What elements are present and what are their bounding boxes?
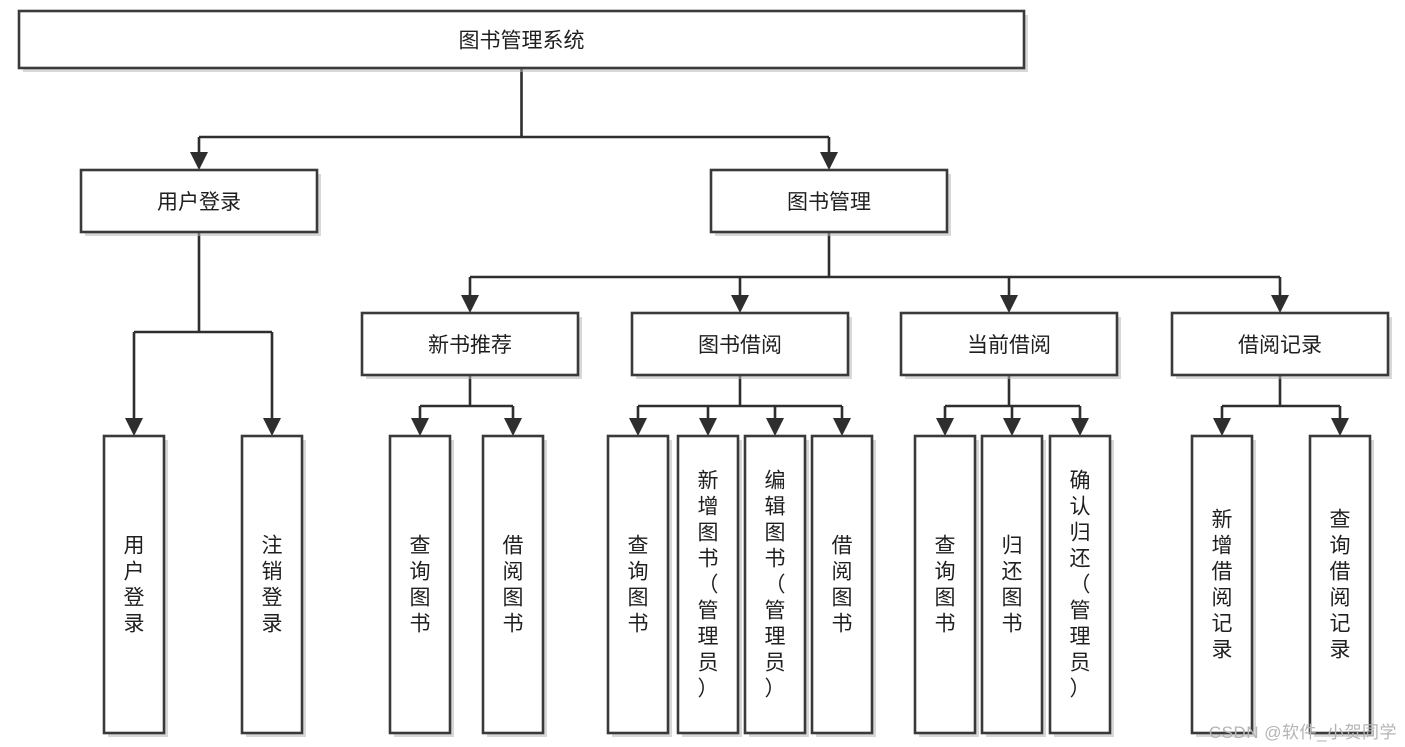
arrow-head-icon [833, 418, 851, 436]
arrow-head-icon [1271, 295, 1289, 313]
node-leaf-add-book-admin[interactable]: 新增图书（管理员） [676, 434, 742, 737]
arrow-head-icon [936, 418, 954, 436]
node-label: 图书借阅 [698, 334, 782, 357]
node-book-manage[interactable]: 图书管理 [709, 168, 951, 236]
node-label: 查询图书 [410, 535, 431, 636]
node-leaf-edit-book-admin[interactable]: 编辑图书（管理员） [743, 434, 809, 737]
node-label: 图书管理 [787, 191, 871, 214]
arrow-head-icon [461, 295, 479, 313]
arrow-head-icon [1331, 418, 1349, 436]
node-borrow-record[interactable]: 借阅记录 [1170, 311, 1392, 379]
node-label: 归还图书 [1002, 535, 1023, 636]
node-label: 注销登录 [262, 535, 283, 636]
node-root-system[interactable]: 图书管理系统 [17, 9, 1028, 72]
connector-layer [125, 68, 1349, 436]
node-leaf-query-book-1[interactable]: 查询图书 [388, 434, 454, 737]
node-label: 图书管理系统 [459, 30, 585, 53]
arrow-head-icon [820, 152, 838, 170]
node-leaf-query-book-3[interactable]: 查询图书 [913, 434, 979, 737]
node-label: 编辑图书（管理员） [765, 470, 786, 701]
arrow-head-icon [629, 418, 647, 436]
node-leaf-borrow-book-1[interactable]: 借阅图书 [481, 434, 547, 737]
arrow-head-icon [411, 418, 429, 436]
arrow-head-icon [1003, 418, 1021, 436]
node-leaf-query-book-2[interactable]: 查询图书 [606, 434, 672, 737]
node-label: 当前借阅 [967, 334, 1051, 357]
node-label: 借阅图书 [832, 535, 853, 636]
node-current-borrow[interactable]: 当前借阅 [899, 311, 1121, 379]
node-label: 新增图书（管理员） [698, 470, 719, 701]
arrow-head-icon [699, 418, 717, 436]
node-label: 查询图书 [628, 535, 649, 636]
node-leaf-user-login[interactable]: 用户登录 [102, 434, 168, 737]
arrow-head-icon [766, 418, 784, 436]
node-leaf-confirm-return-admin[interactable]: 确认归还（管理员） [1048, 434, 1114, 737]
arrow-head-icon [504, 418, 522, 436]
arrow-head-icon [1071, 418, 1089, 436]
arrow-head-icon [1213, 418, 1231, 436]
node-layer: 图书管理系统用户登录图书管理新书推荐图书借阅当前借阅借阅记录用户登录注销登录查询… [17, 9, 1392, 737]
node-leaf-logout-login[interactable]: 注销登录 [240, 434, 306, 737]
node-label: 借阅记录 [1238, 334, 1322, 357]
node-leaf-borrow-book-2[interactable]: 借阅图书 [810, 434, 876, 737]
arrow-head-icon [190, 152, 208, 170]
node-leaf-add-borrow-record[interactable]: 新增借阅记录 [1190, 434, 1256, 737]
watermark-text: CSDN @软件_小贺同学 [1208, 723, 1397, 742]
node-label: 用户登录 [157, 191, 241, 214]
node-label: 新书推荐 [428, 334, 512, 357]
arrow-head-icon [731, 295, 749, 313]
node-label: 确认归还（管理员） [1070, 470, 1091, 701]
node-label: 用户登录 [124, 535, 145, 636]
node-book-borrow[interactable]: 图书借阅 [630, 311, 852, 379]
node-leaf-query-borrow-record[interactable]: 查询借阅记录 [1308, 434, 1374, 737]
node-label: 新增借阅记录 [1212, 509, 1233, 662]
node-label: 借阅图书 [503, 535, 524, 636]
node-label: 查询图书 [935, 535, 956, 636]
arrow-head-icon [125, 418, 143, 436]
node-leaf-return-book[interactable]: 归还图书 [980, 434, 1046, 737]
arrow-head-icon [1000, 295, 1018, 313]
node-user-login[interactable]: 用户登录 [79, 168, 321, 236]
node-new-book-recommend[interactable]: 新书推荐 [360, 311, 582, 379]
arrow-head-icon [263, 418, 281, 436]
node-label: 查询借阅记录 [1330, 509, 1351, 662]
